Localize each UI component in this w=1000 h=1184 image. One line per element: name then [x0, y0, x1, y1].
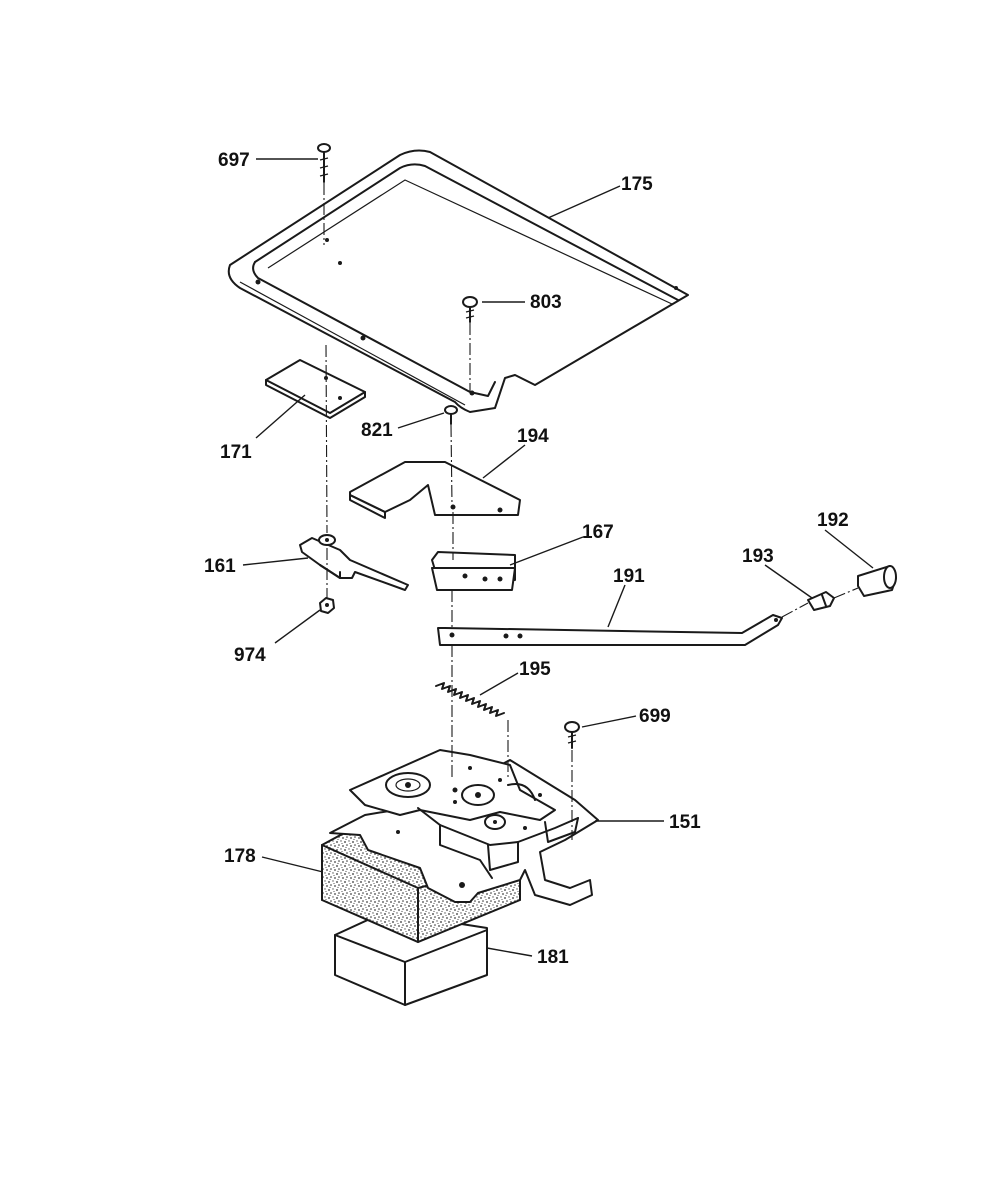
- label-161: 161: [204, 556, 236, 577]
- part-labels: 697 175 803 171 821 194 167 192 193 161 …: [204, 150, 849, 968]
- part-194-bracket: [349, 461, 521, 519]
- label-171: 171: [220, 442, 252, 463]
- part-175-cover-plate: [227, 149, 689, 413]
- part-167-switch-block: [431, 551, 516, 591]
- part-161-latch-switch: [299, 534, 409, 591]
- label-191: 191: [613, 566, 645, 587]
- label-194: 194: [517, 426, 549, 447]
- screw-699: [564, 721, 580, 749]
- label-175: 175: [621, 174, 653, 195]
- label-821: 821: [361, 420, 393, 441]
- part-192-knob: [857, 565, 897, 597]
- label-167: 167: [582, 522, 614, 543]
- screw-803: [462, 296, 478, 323]
- nut-974: [319, 597, 335, 614]
- label-178: 178: [224, 846, 256, 867]
- part-193-clip: [807, 591, 835, 611]
- screw-821: [444, 405, 458, 425]
- part-151-latch-assembly: [329, 749, 599, 906]
- label-151: 151: [669, 812, 701, 833]
- label-181: 181: [537, 947, 569, 968]
- label-192: 192: [817, 510, 849, 531]
- part-191-link-rod: [437, 614, 783, 646]
- label-803: 803: [530, 292, 562, 313]
- screw-697: [317, 143, 331, 183]
- label-974: 974: [234, 645, 266, 666]
- label-697: 697: [218, 150, 250, 171]
- center-lines: [323, 183, 859, 840]
- label-699: 699: [639, 706, 671, 727]
- label-193: 193: [742, 546, 774, 567]
- label-195: 195: [519, 659, 551, 680]
- part-171-pad: [265, 359, 366, 419]
- leader-lines: [242, 158, 874, 957]
- part-195-spring: [435, 682, 505, 717]
